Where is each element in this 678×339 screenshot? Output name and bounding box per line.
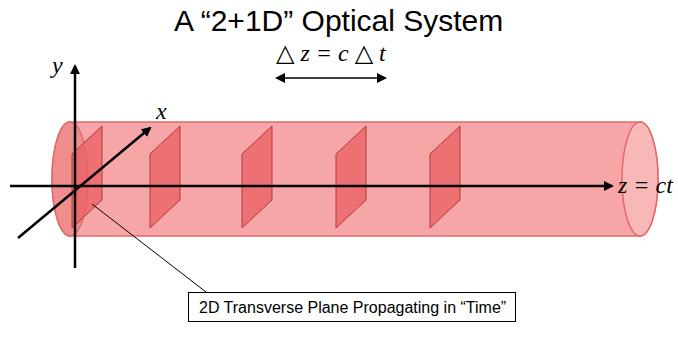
callout-box: 2D Transverse Plane Propagating in “Time… — [188, 292, 516, 322]
x-axis — [18, 128, 150, 238]
diagram-title: A “2+1D” Optical System — [174, 4, 503, 37]
axis-label: y — [52, 52, 63, 78]
spacing-arrow — [277, 77, 385, 79]
axis-label: x — [156, 98, 167, 124]
spacing-label: △ z = c △ t — [276, 40, 386, 66]
transverse-planes — [72, 126, 460, 228]
leader-line — [92, 204, 206, 292]
y-axis — [74, 66, 77, 268]
z-axis — [10, 185, 612, 188]
cylinder-body — [52, 122, 658, 236]
axis-label: z = ct — [618, 172, 673, 198]
callout-text: 2D Transverse Plane Propagating in “Time… — [199, 299, 505, 317]
